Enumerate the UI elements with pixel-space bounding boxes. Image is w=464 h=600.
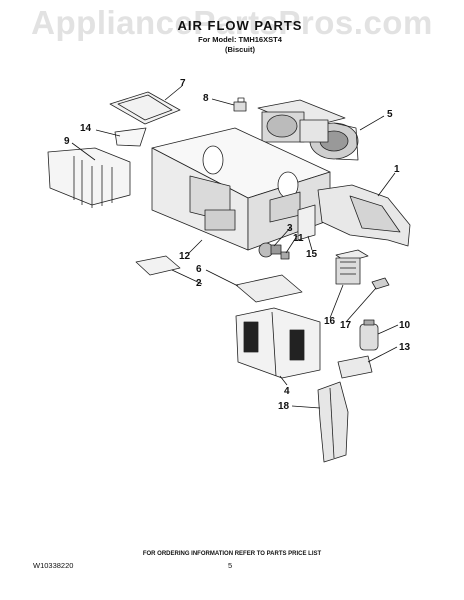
callout-13: 13 [399,342,411,353]
part-4-grille [235,307,321,379]
watermark-text: AppliancePartsPros.com [31,4,433,41]
part-17-clip [371,277,390,290]
callout-4: 4 [284,386,290,397]
callout-15: 15 [306,249,318,260]
part-12-cover [135,255,181,276]
callout-labels: 7 8 5 14 9 1 3 11 12 15 6 2 16 17 10 13 … [64,78,411,412]
part-10-capacitor [359,319,379,351]
callout-5: 5 [387,109,393,120]
color-label: (Biscuit) [225,45,255,54]
callout-7: 7 [180,78,186,89]
part-9-vent-panel [47,147,131,208]
callout-17: 17 [340,320,352,331]
leader-lines [71,85,399,409]
callout-9: 9 [64,136,70,147]
callout-1: 1 [394,164,400,175]
callout-18: 18 [278,401,290,412]
page-number: 5 [228,561,233,570]
callout-12: 12 [179,251,191,262]
part-6-plate [235,274,303,303]
part-11-socket [280,251,290,260]
part-13-bracket [337,355,373,379]
callout-2: 2 [196,278,202,289]
part-1-air-guide [317,184,411,247]
page-title: AIR FLOW PARTS [177,18,303,33]
part-18-deflector [317,381,349,463]
part-16-transformer [335,249,369,285]
part-3-lamp [258,242,282,258]
part-14-bracket [114,127,147,147]
document-number: W10338220 [33,561,74,570]
part-8-switch [233,97,247,112]
callout-6: 6 [196,264,202,275]
callout-16: 16 [324,316,336,327]
callout-11: 11 [293,233,304,244]
part-7-filter [109,91,181,125]
main-chassis [151,127,331,251]
part-15-plate [297,204,316,241]
callout-3: 3 [287,223,293,234]
callout-14: 14 [80,123,92,134]
callout-10: 10 [399,320,411,331]
callout-8: 8 [203,93,209,104]
ordering-note: FOR ORDERING INFORMATION REFER TO PARTS … [142,551,322,557]
model-label: For Model: TMH16XST4 [198,35,282,44]
part-5-blower [257,99,359,161]
